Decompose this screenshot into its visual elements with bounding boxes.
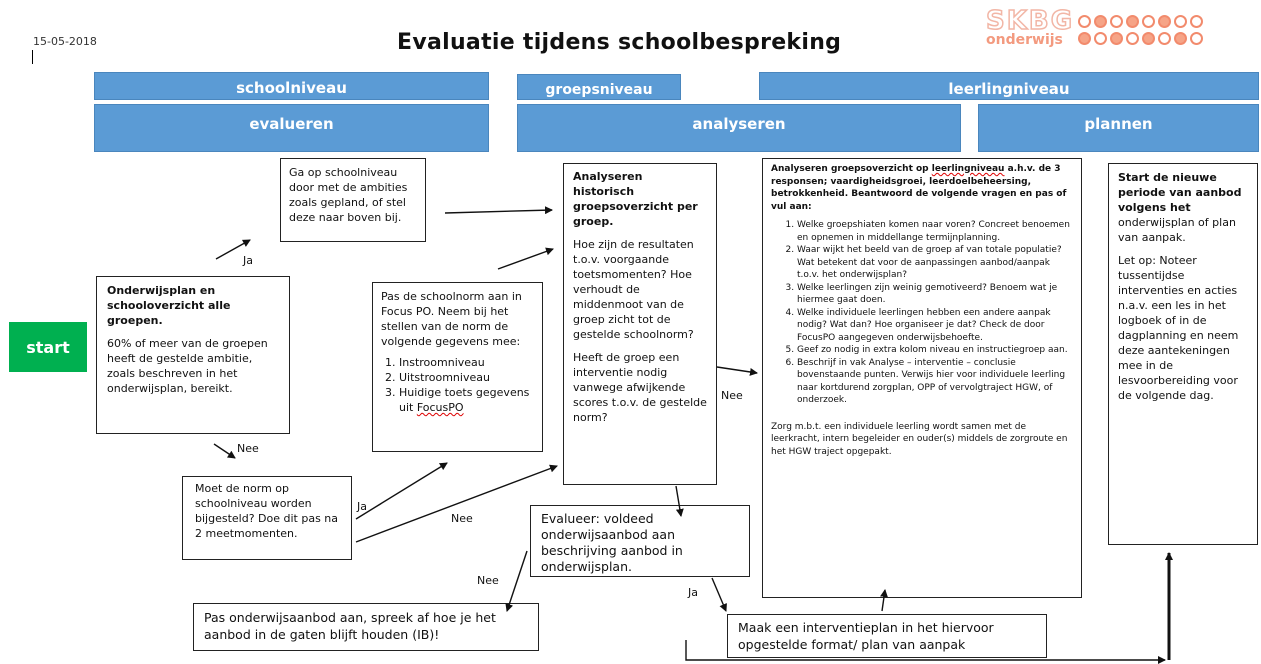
box-interventieplan: Maak een interventieplan in het hiervoor… (727, 614, 1047, 658)
box-historisch-p2: Heeft de groep een interventie nodig van… (573, 351, 707, 424)
schoolnorm-item: Instroomniveau (399, 355, 534, 370)
question-item: Welke individuele leerlingen hebben een … (797, 307, 1073, 345)
arrow-interventieplan-leerlingniveau (880, 589, 888, 612)
box-historisch: Analyseren historisch groepsoverzicht pe… (563, 163, 717, 485)
label-nee: Nee (721, 389, 743, 402)
bar-plannen: plannen (978, 104, 1259, 152)
page-title: Evaluatie tijdens schoolbespreking (397, 30, 842, 55)
question-item: Beschrijf in vak Analyse – interventie –… (797, 357, 1073, 407)
arrow-evalueer-aanbod (505, 550, 528, 612)
date: 15-05-2018 (33, 35, 97, 48)
box-leerlingniveau-list: Welke groepshiaten komen naar voren? Con… (771, 219, 1073, 407)
logo-dots-bottom (1078, 32, 1203, 45)
logo-onderwijs: onderwijs (986, 32, 1063, 48)
label-ja: Ja (357, 500, 367, 513)
box-norm-vraag: Moet de norm op schoolniveau worden bijg… (182, 476, 352, 560)
arrow-nee-historisch (355, 464, 558, 543)
focuspo-term: FocusPO (416, 401, 464, 414)
box-ambities: Ga op schoolniveau door met de ambities … (280, 158, 426, 242)
box-onderwijsplan-body: 60% of meer van de groepen heeft de gest… (107, 337, 268, 395)
start-block: start (9, 322, 87, 372)
label-ja: Ja (243, 254, 253, 267)
box-nieuwe-periode-title: Start de nieuwe periode van aanbod volge… (1118, 171, 1242, 214)
box-schoolnorm: Pas de schoolnorm aan in Focus PO. Neem … (372, 282, 543, 452)
question-item: Welke groepshiaten komen naar voren? Con… (797, 219, 1073, 244)
box-onderwijsplan-title: Onderwijsplan en schooloverzicht alle gr… (107, 284, 231, 327)
arrow-historisch-evalueer (675, 485, 684, 517)
arrow-nee-normvraag (213, 443, 236, 459)
box-ambities-body: Ga op schoolniveau door met de ambities … (289, 166, 408, 224)
box-leerlingniveau-footer: Zorg m.b.t. een individuele leerling wor… (771, 421, 1068, 457)
box-onderwijsplan: Onderwijsplan en schooloverzicht alle gr… (96, 276, 290, 434)
label-ja: Ja (688, 586, 698, 599)
box-aanbod: Pas onderwijsaanbod aan, spreek af hoe j… (193, 603, 539, 651)
label-nee: Nee (477, 574, 499, 587)
schoolnorm-item: Huidige toets gegevens uit FocusPO (399, 385, 534, 415)
text-cursor (32, 50, 33, 64)
logo-skbg: SKBG (985, 5, 1075, 37)
arrow-ja-ambities (215, 239, 251, 260)
box-evalueer-body: Evalueer: voldeed onderwijsaanbod aan be… (541, 511, 683, 574)
box-interventieplan-body: Maak een interventieplan in het hiervoor… (738, 620, 994, 652)
arrow-historisch-leerlingniveau (716, 366, 758, 376)
bar-analyseren: analyseren (517, 104, 961, 152)
label-nee: Nee (451, 512, 473, 525)
schoolnorm-item: Uitstroomniveau (399, 370, 534, 385)
arrow-evalueer-interventieplan (711, 577, 727, 612)
box-nieuwe-periode: Start de nieuwe periode van aanbod volge… (1108, 163, 1258, 545)
question-item: Welke leerlingen zijn weinig gemotiveerd… (797, 282, 1073, 307)
box-leerlingniveau: Analyseren groepsoverzicht op leerlingni… (762, 158, 1082, 598)
logo-dots-top (1078, 15, 1203, 28)
question-item: Geef zo nodig in extra kolom niveau en i… (797, 344, 1073, 357)
arrow-ja-schoolnorm (355, 462, 448, 520)
bar-schoolniveau: schoolniveau (94, 72, 489, 100)
bar-groepsniveau: groepsniveau (517, 74, 681, 100)
arrow-ambities-historisch (444, 206, 553, 215)
box-historisch-title: Analyseren historisch groepsoverzicht pe… (573, 170, 698, 228)
box-schoolnorm-intro: Pas de schoolnorm aan in Focus PO. Neem … (381, 290, 522, 348)
box-norm-vraag-body: Moet de norm op schoolniveau worden bijg… (195, 482, 339, 540)
question-item: Waar wijkt het beeld van de groep af van… (797, 244, 1073, 282)
box-nieuwe-periode-title-rest: onderwijsplan of plan van aanpak. (1118, 216, 1236, 244)
box-leerlingniveau-title: Analyseren groepsoverzicht op leerlingni… (771, 164, 1067, 212)
box-historisch-p1: Hoe zijn de resultaten t.o.v. voorgaande… (573, 238, 694, 341)
box-aanbod-body: Pas onderwijsaanbod aan, spreek af hoe j… (204, 610, 496, 642)
box-schoolnorm-list: Instroomniveau Uitstroomniveau Huidige t… (381, 355, 534, 415)
box-evalueer: Evalueer: voldeed onderwijsaanbod aan be… (530, 505, 750, 577)
arrow-schoolnorm-historisch (497, 247, 554, 270)
line-aanbod-bottom (685, 640, 1166, 664)
box-nieuwe-periode-note: Let op: Noteer tussentijdse interventies… (1118, 254, 1239, 402)
label-nee: Nee (237, 442, 259, 455)
bar-leerlingniveau: leerlingniveau (759, 72, 1259, 100)
bar-evalueren: evalueren (94, 104, 489, 152)
